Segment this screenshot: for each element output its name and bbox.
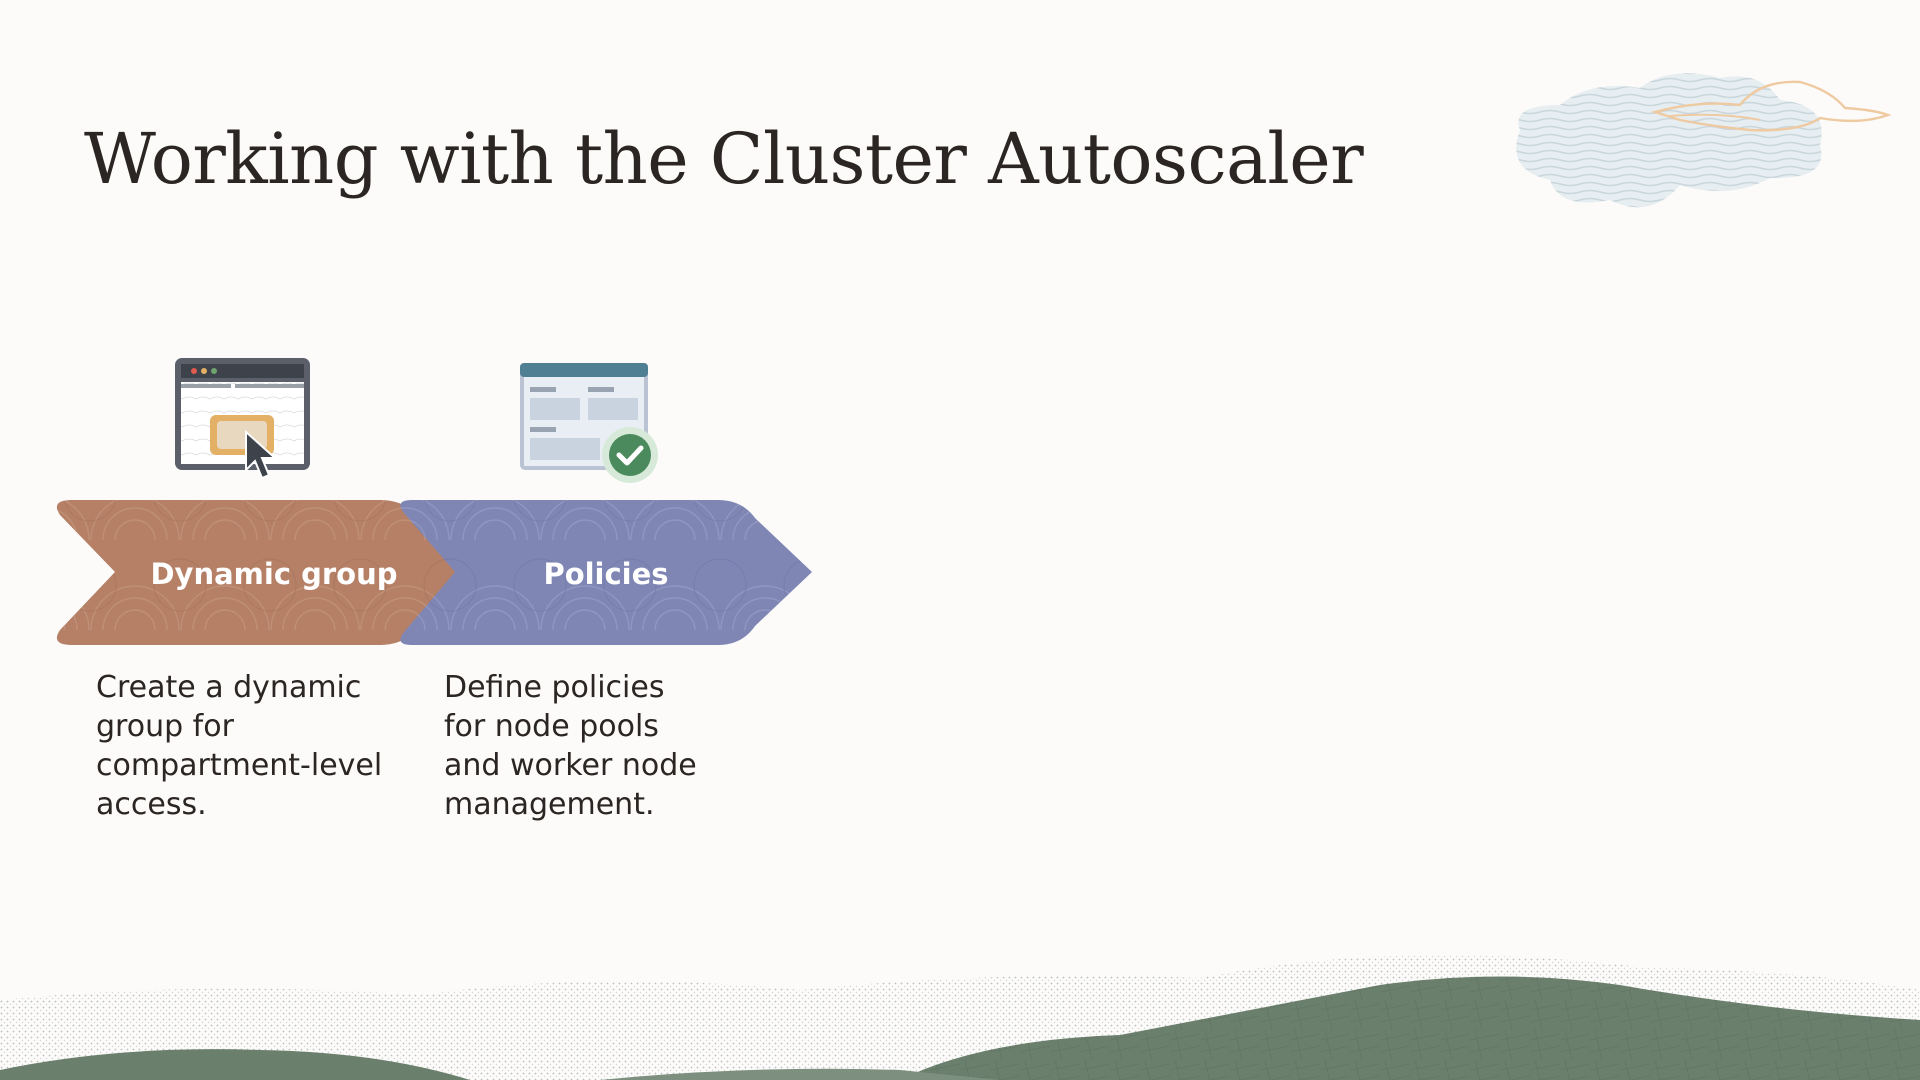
slide-title: Working with the Cluster Autoscaler	[84, 118, 1364, 200]
step-description-dynamic-group: Create a dynamic group for compartment-l…	[96, 670, 383, 822]
browser-click-icon	[175, 358, 310, 480]
step-description-policies: Define policies for node pools and worke…	[444, 670, 697, 822]
step-label-policies: Policies	[543, 557, 669, 591]
chevron-policies	[400, 500, 812, 645]
policy-approved-icon	[520, 363, 658, 483]
hills-decoration	[0, 955, 1920, 1080]
cloud-decoration	[1516, 73, 1892, 208]
step-label-dynamic-group: Dynamic group	[150, 557, 398, 591]
chevron-dynamic-group	[56, 500, 465, 645]
